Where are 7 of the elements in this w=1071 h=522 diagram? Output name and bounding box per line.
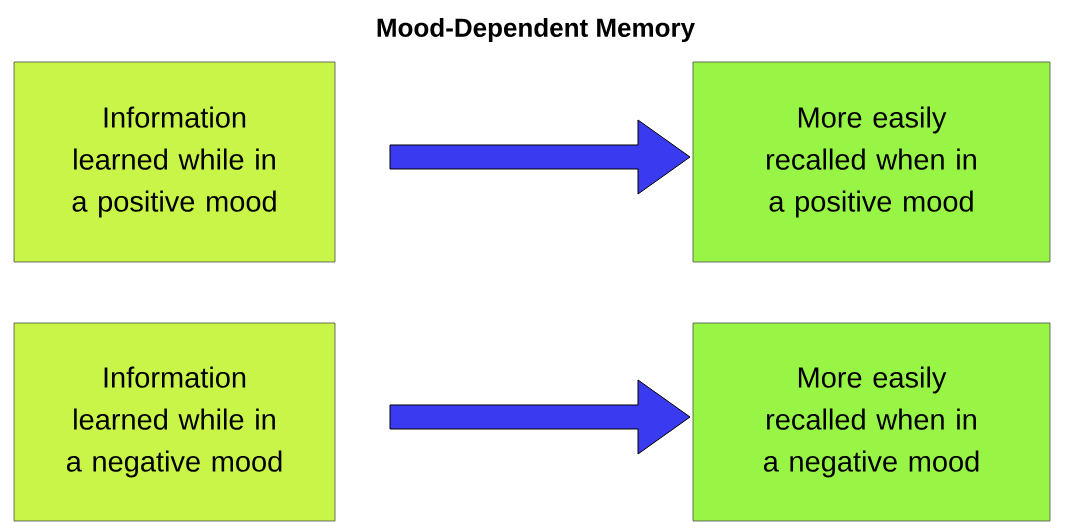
text-box: Information learned while in a positive mood: [13, 61, 336, 263]
text-box: More easily recalled when in a negative mood: [692, 322, 1051, 522]
block-arrow: [389, 119, 691, 195]
block-arrow: [389, 379, 691, 455]
text-box: Information learned while in a negative mood: [13, 322, 336, 522]
title: Mood-Dependent Memory: [377, 17, 695, 43]
text-box: More easily recalled when in a positive mood: [692, 61, 1051, 263]
